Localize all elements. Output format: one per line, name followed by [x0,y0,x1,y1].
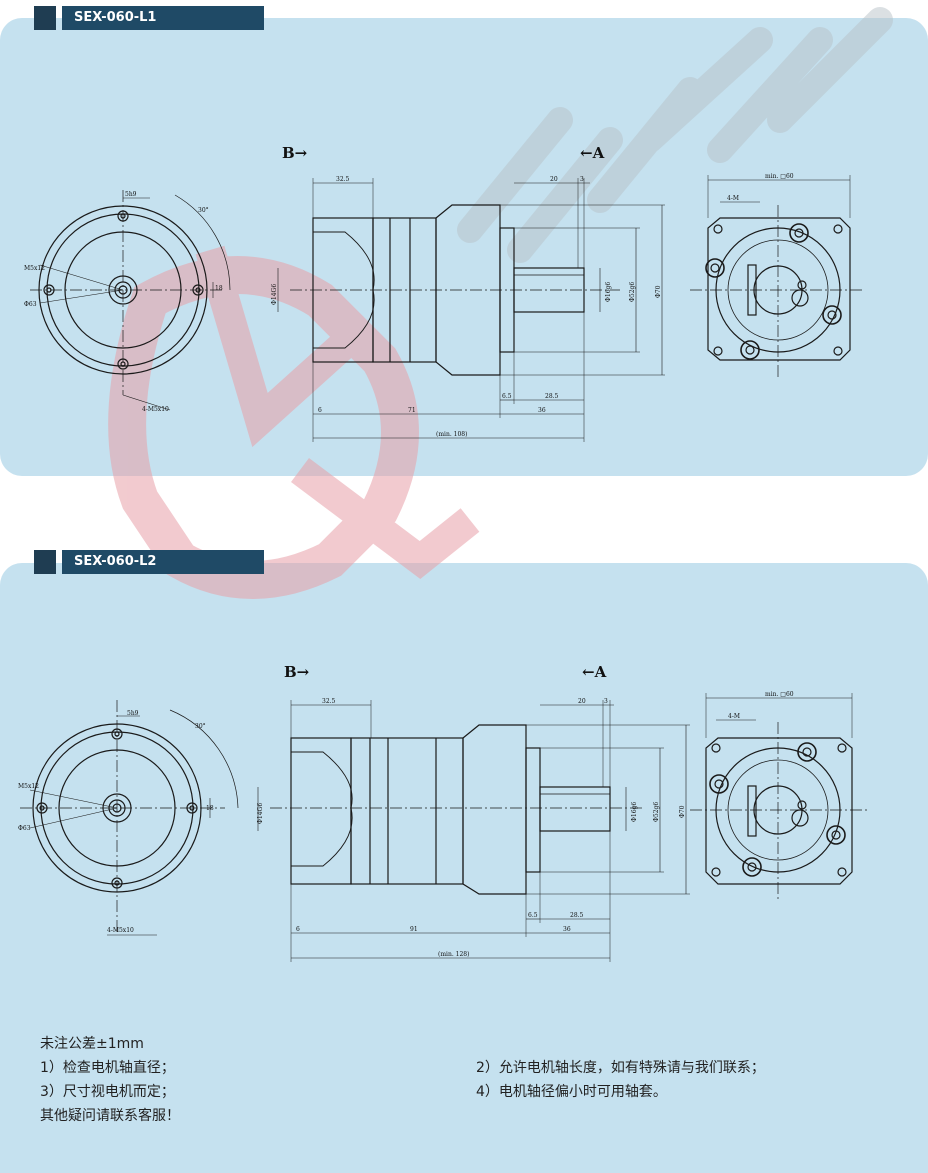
dim-shaft: Φ16g6 [631,802,638,822]
model-label: SEX-060-L1 [62,6,264,30]
dim-shaft: Φ16g6 [605,282,612,302]
dim-6: 6 [296,926,300,933]
note-3: 3）尺寸视电机而定； [40,1084,175,1100]
dim-6-5: 6.5 [528,912,538,919]
dim-body: Φ70 [655,285,662,298]
notes-right: 2）允许电机轴长度，如有特殊请与我们联系； 4）电机轴径偏小时可用轴套。 [476,1056,765,1104]
flange-end-view [20,700,239,936]
model-tag-l1: SEX-060-L1 [34,6,264,30]
notes-left: 未注公差±1mm 1）检查电机轴直径； 3）尺寸视电机而定； 其他疑问请联系客服… [40,1032,180,1128]
dim-20: 20 [550,176,558,183]
dim-36: 36 [538,407,546,414]
model-label: SEX-060-L2 [62,550,264,574]
dim-28-5: 28.5 [570,912,584,919]
dim-4-m5x10: 4-M5x10 [142,406,169,413]
view-b-label: B→ [282,144,308,162]
view-a-label: ←A [580,144,605,162]
output-flange-view [690,175,865,380]
dim-phi63: Φ63 [24,301,37,308]
dim-m5x12: M5x12 [24,265,45,272]
note-tolerance: 未注公差±1mm [40,1036,144,1052]
note-1: 1）检查电机轴直径； [40,1060,175,1076]
dim-32-5: 32.5 [322,698,336,705]
output-flange-view [690,693,868,900]
dim-18: 18 [215,285,223,292]
dim-30deg: 30° [198,207,209,214]
tag-marker [34,6,56,30]
dim-body: Φ70 [679,805,686,818]
dim-6-5: 6.5 [502,393,512,400]
dim-30deg: 30° [195,723,206,730]
model-tag-l2: SEX-060-L2 [34,550,264,574]
note-4: 4）电机轴径偏小时可用轴套。 [476,1084,667,1100]
dim-3: 3 [604,698,608,705]
dim-phi63: Φ63 [18,825,31,832]
dim-28-5: 28.5 [545,393,559,400]
dim-32-5: 32.5 [336,176,350,183]
dim-4-m5x10: 4-M5x10 [107,927,134,934]
dim-pilot: Φ52g6 [653,802,660,822]
dim-bore: Φ14G6 [257,803,264,824]
dim-6: 6 [318,407,322,414]
dim-min-square: min. □60 [765,173,794,180]
dim-5h9: 5h9 [127,710,139,717]
dim-4-m: 4-M [727,195,739,202]
gearbox-side-view [277,178,665,442]
dim-36: 36 [563,926,571,933]
dim-total: (min. 128) [438,951,469,958]
dim-4-m: 4-M [728,713,740,720]
dim-min-square: min. □60 [765,691,794,698]
dim-total: (min. 108) [436,431,467,438]
dim-20: 20 [578,698,586,705]
dim-bore: Φ14G6 [271,284,278,305]
note-2: 2）允许电机轴长度，如有特殊请与我们联系； [476,1060,765,1076]
gearbox-side-view [257,700,690,962]
view-b-label: B→ [284,663,310,681]
drawing-panel-l2 [0,563,928,1173]
dim-5h9: 5h9 [125,191,137,198]
dim-18: 18 [206,805,214,812]
dim-pilot: Φ52g6 [629,282,636,302]
flange-end-view [30,190,231,411]
dim-3: 3 [580,176,584,183]
dim-length: 71 [408,407,416,414]
dim-length: 91 [410,926,418,933]
dim-m5x12: M5x12 [18,783,39,790]
note-contact: 其他疑问请联系客服！ [40,1108,180,1124]
view-a-label: ←A [582,663,607,681]
tag-marker [34,550,56,574]
